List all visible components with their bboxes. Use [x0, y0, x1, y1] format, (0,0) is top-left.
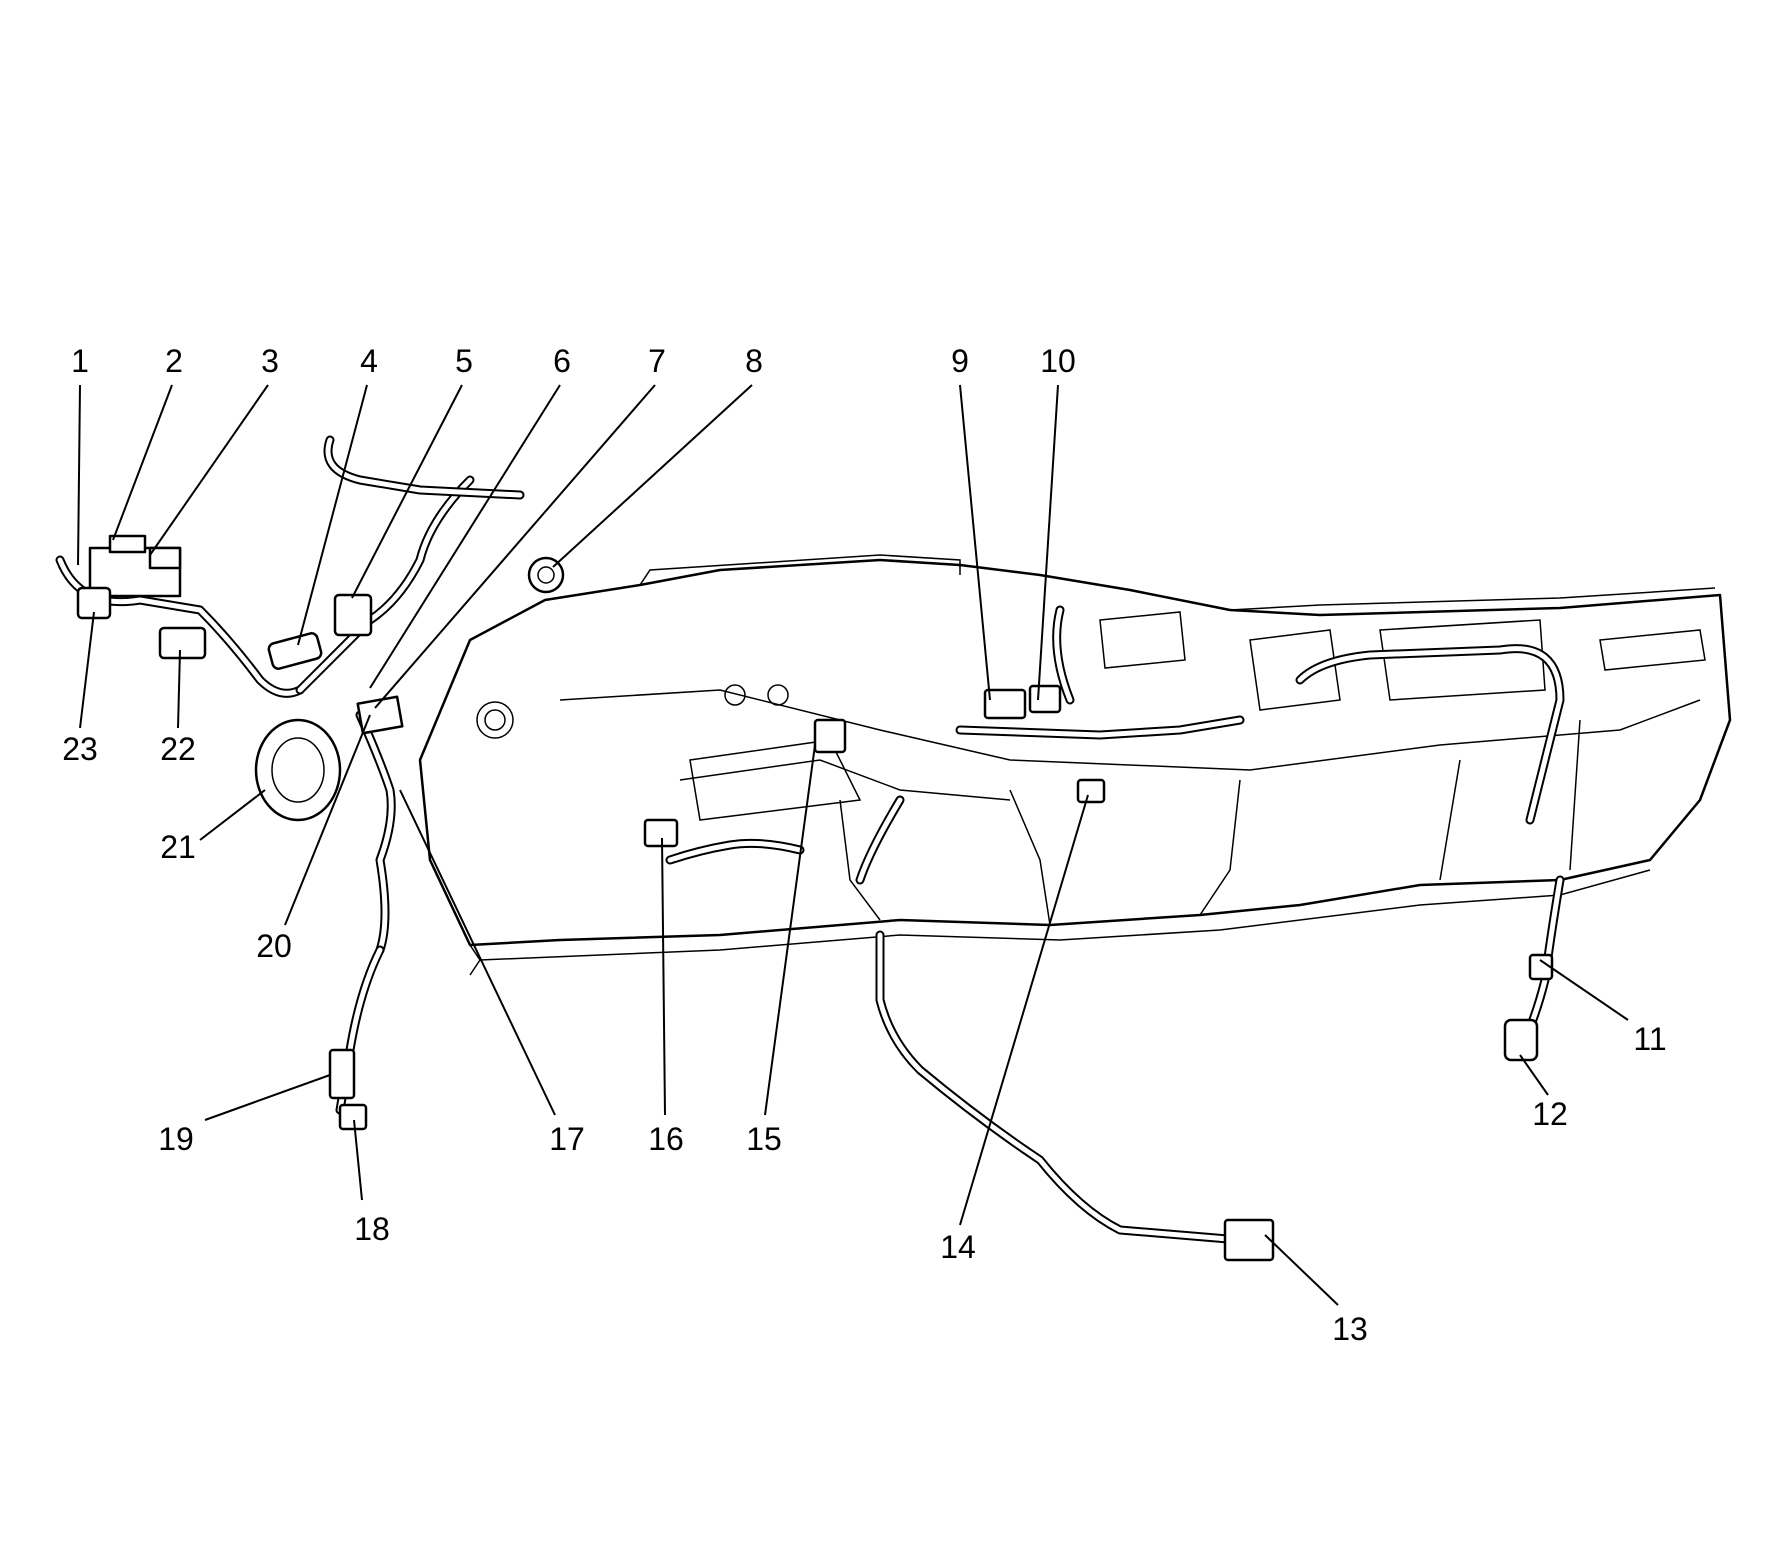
callout-5: 5	[455, 343, 473, 379]
callout-numbers: 1 2 3 4 5 6 7 8 9 10 11 12 13 14 15 16 1…	[62, 343, 1666, 1347]
callout-9: 9	[951, 343, 969, 379]
callout-21: 21	[160, 829, 196, 865]
callout-1: 1	[71, 343, 89, 379]
instrument-panel-wiring-harness	[55, 435, 1565, 1245]
callout-12: 12	[1532, 1096, 1568, 1132]
callout-11: 11	[1633, 1021, 1666, 1057]
harness-connectors	[76, 534, 1554, 1262]
callout-14: 14	[940, 1229, 976, 1265]
callout-8: 8	[745, 343, 763, 379]
callout-leader-lines	[77, 384, 1629, 1306]
callout-3: 3	[261, 343, 279, 379]
callout-23: 23	[62, 731, 98, 767]
callout-6: 6	[553, 343, 571, 379]
callout-20: 20	[256, 928, 292, 964]
callout-19: 19	[158, 1121, 194, 1157]
callout-4: 4	[360, 343, 378, 379]
instrument-panel-carrier	[418, 554, 1732, 976]
callout-10: 10	[1040, 343, 1076, 379]
callout-13: 13	[1332, 1311, 1368, 1347]
callout-16: 16	[648, 1121, 684, 1157]
callout-7: 7	[648, 343, 666, 379]
callout-2: 2	[165, 343, 183, 379]
callout-17: 17	[549, 1121, 585, 1157]
callout-22: 22	[160, 731, 196, 767]
callout-15: 15	[746, 1121, 782, 1157]
callout-18: 18	[354, 1211, 390, 1247]
